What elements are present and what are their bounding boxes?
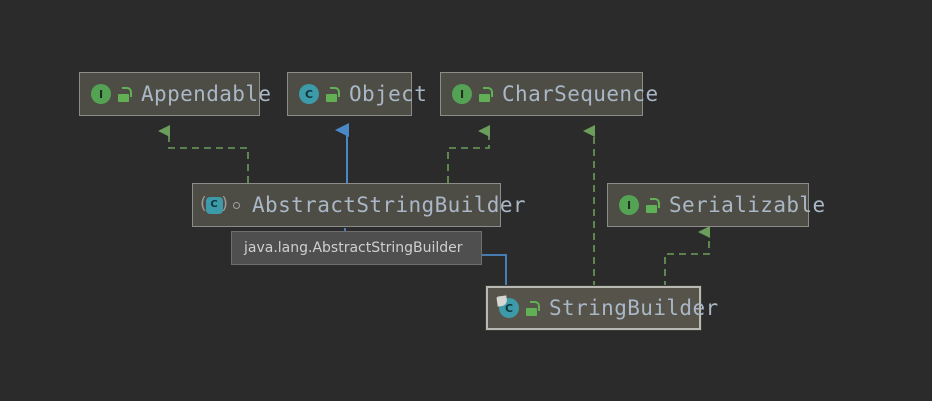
node-charsequence[interactable]: I CharSequence (440, 72, 658, 116)
final-class-icon: C (496, 295, 520, 319)
node-label: AbstractStringBuilder (252, 192, 526, 217)
node-label: CharSequence (502, 81, 659, 106)
class-icon: C (298, 83, 320, 105)
package-private-dot-icon (233, 201, 240, 209)
edge-abstractstringbuilder-appendable (158, 125, 249, 183)
node-serializable[interactable]: I Serializable (607, 183, 825, 227)
unlocked-padlock-icon (525, 300, 540, 316)
node-label: Serializable (669, 192, 826, 217)
unlocked-padlock-icon (325, 86, 340, 102)
unlocked-padlock-icon (117, 86, 132, 102)
interface-icon: I (90, 83, 112, 105)
node-object[interactable]: C Object (287, 72, 427, 116)
abstract-class-icon: ( C ) (200, 194, 228, 214)
interface-icon: I (618, 194, 640, 216)
unlocked-padlock-icon (478, 86, 493, 102)
tooltip-label: java.lang.AbstractStringBuilder (244, 240, 463, 256)
unlocked-padlock-icon (645, 197, 660, 213)
node-label: Object (349, 81, 428, 106)
node-appendable[interactable]: I Appendable (79, 72, 271, 116)
node-abstractstringbuilder[interactable]: ( C ) AbstractStringBuilder (192, 183, 526, 227)
qualified-name-tooltip: java.lang.AbstractStringBuilder (231, 231, 482, 265)
interface-icon: I (451, 83, 473, 105)
node-label: Appendable (141, 81, 272, 106)
edge-stringbuilder-serializable (664, 226, 710, 288)
node-stringbuilder[interactable]: C StringBuilder (486, 286, 718, 330)
node-label: StringBuilder (549, 295, 719, 320)
edge-abstractstringbuilder-charsequence (447, 125, 490, 183)
